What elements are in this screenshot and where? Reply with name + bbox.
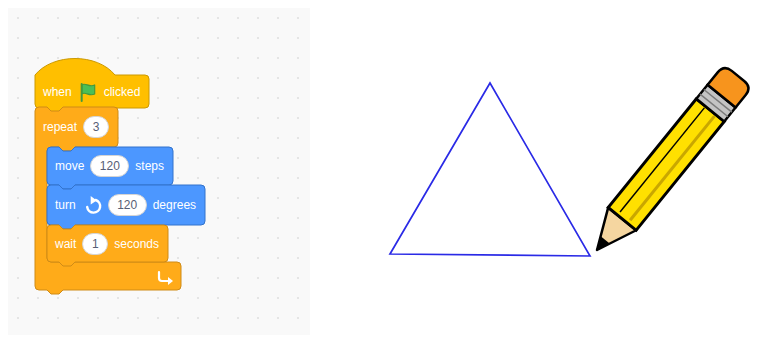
number-input: 120 xyxy=(90,155,129,177)
dot-grid xyxy=(8,8,310,335)
pencil xyxy=(583,65,752,262)
repeat-block: 3120movesteps120turndegrees1waitsecondsr… xyxy=(35,107,118,290)
block-label: when xyxy=(43,85,72,99)
control-block: 1 wait seconds xyxy=(47,225,168,262)
number-input: 1 xyxy=(82,233,108,255)
block-label: 1 xyxy=(92,237,99,251)
block-label: move xyxy=(55,159,84,173)
block-label: turn xyxy=(55,198,76,212)
motion-block: 120 move steps xyxy=(47,147,173,185)
green-flag-icon xyxy=(82,84,95,101)
block-label: degrees xyxy=(153,198,196,212)
code-panel xyxy=(8,8,310,335)
block-outline xyxy=(35,59,149,113)
number-input: 3 xyxy=(83,116,109,138)
block-label: 120 xyxy=(100,159,120,173)
block-outline xyxy=(47,185,205,229)
block-label: clicked xyxy=(104,85,141,99)
block-label: wait xyxy=(55,237,76,251)
block-outline xyxy=(47,225,168,266)
block-label: seconds xyxy=(114,237,159,251)
number-input: 120 xyxy=(108,194,147,216)
block-label: 120 xyxy=(117,198,137,212)
block-label: steps xyxy=(135,159,164,173)
block-label: 3 xyxy=(93,120,100,134)
loop-arrow-icon xyxy=(159,272,173,285)
hat-block: when clicked xyxy=(35,58,149,108)
motion-block: 120 turn degrees xyxy=(47,185,205,225)
block-outline xyxy=(47,147,173,189)
triangle xyxy=(390,83,590,256)
block-label: repeat xyxy=(43,120,77,134)
turn-left-icon xyxy=(87,196,100,213)
